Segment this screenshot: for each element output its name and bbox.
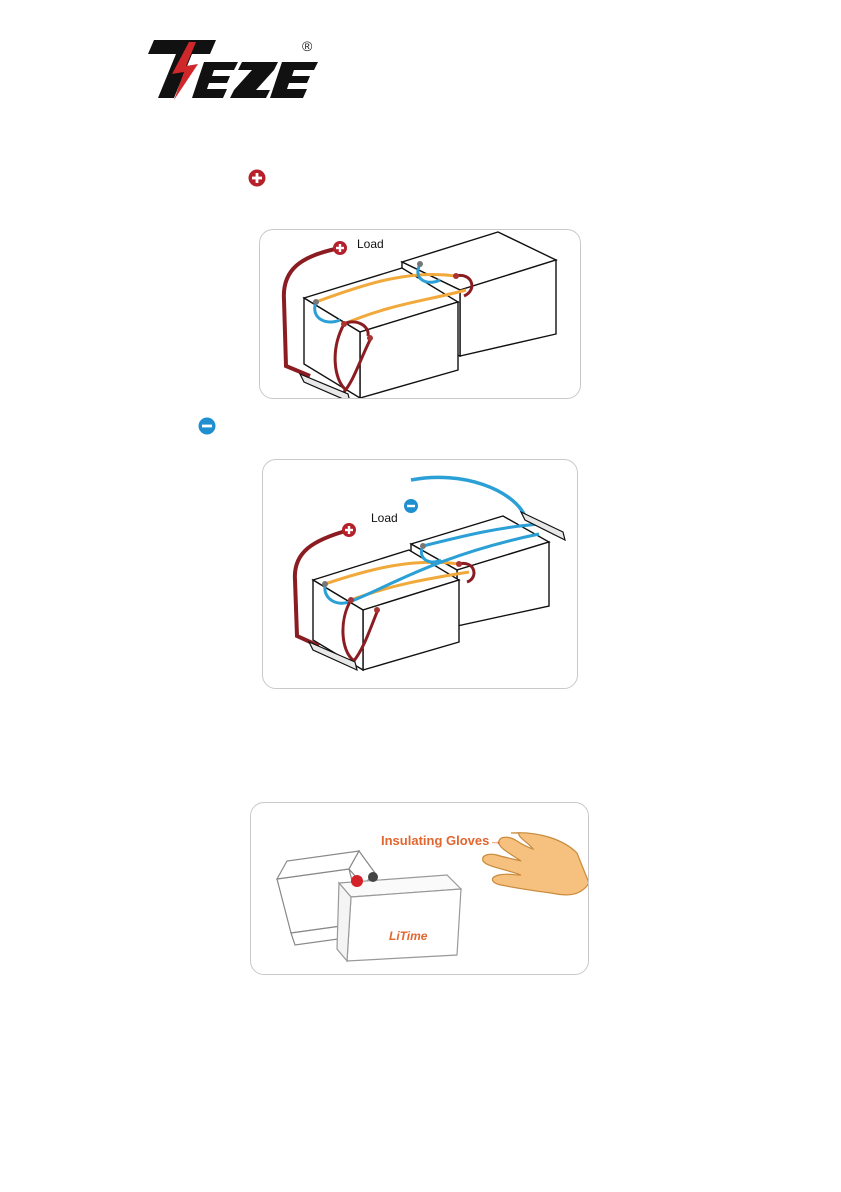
battery-brand-label: LiTime [389,929,427,943]
load-label: Load [357,237,384,251]
diagram-parallel-positive: Load [259,229,581,399]
registered-mark: ® [302,38,312,54]
minus-circle-icon [198,417,216,440]
load-label: Load [371,511,398,525]
illustration-insulating-gloves: Insulating Gloves→ LiTime [250,802,589,975]
plus-circle-icon [248,169,266,192]
teze-logo [134,36,330,102]
diagram-parallel-negative: Load [262,459,578,689]
gloves-label: Insulating Gloves→ [381,833,502,848]
